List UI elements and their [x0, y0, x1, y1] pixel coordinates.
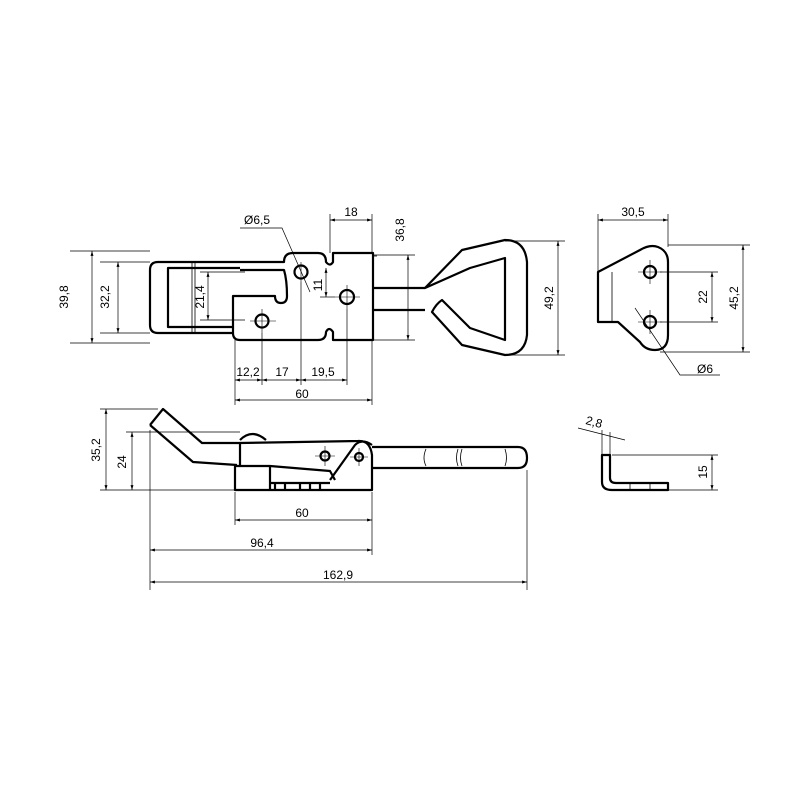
leader-line: [634, 307, 720, 376]
dim-body-length: 60: [295, 387, 309, 401]
extension-lines: [70, 250, 245, 344]
dim-pitch-3: 19,5: [311, 365, 335, 379]
center-lines: [315, 446, 368, 466]
dim-slot-height: 21,4: [193, 285, 207, 309]
dim-body-height: 36,8: [393, 218, 407, 242]
keeper-profile: [600, 453, 670, 492]
dim-side-body-height: 24: [115, 455, 129, 469]
keeper-plate: [596, 244, 670, 352]
hook-arm: [149, 407, 240, 467]
dim-total-height: 35,2: [89, 438, 103, 462]
hook-inner: [166, 266, 240, 329]
hinge-arm: [329, 440, 373, 481]
top-view-dimensions: 39,8 32,2 21,4 Ø6,5 18 36,8 11 12,2 17 1…: [57, 205, 565, 405]
extension-lines: [577, 427, 626, 455]
base-strip: [270, 481, 330, 490]
side-view-dimensions: 35,2 24 60 96,4 162,9: [89, 408, 528, 590]
dim-base-length: 60: [295, 506, 309, 520]
dim-overall-length: 162,9: [323, 568, 353, 582]
dim-hook-inner-height: 32,2: [98, 285, 112, 309]
dim-handle-height: 49,2: [542, 286, 556, 310]
center-lines: [250, 262, 360, 333]
handle: [423, 238, 529, 357]
dim-keeper-hole-diameter: Ø6: [697, 362, 713, 376]
dim-hinge-width: 18: [344, 205, 358, 219]
dim-keeper-height: 45,2: [727, 286, 741, 310]
extension-lines: [100, 408, 528, 590]
extension-lines: [597, 214, 750, 353]
dim-pitch-1: 12,2: [236, 365, 260, 379]
rod-grip-lines: [423, 448, 507, 467]
latch-top-view: [148, 238, 529, 357]
extension-lines: [505, 240, 565, 356]
dim-pitch-2: 17: [275, 365, 289, 379]
extension-lines: [612, 454, 718, 491]
hook-loop: [148, 260, 240, 335]
rod: [373, 286, 425, 312]
keeper-top-view: [596, 244, 670, 352]
keeper-lines: [629, 483, 651, 490]
keeper-side-dimensions: 2,8 15: [577, 413, 718, 491]
center-lines: [638, 260, 662, 334]
keeper-top-dimensions: 30,5 22 45,2 Ø6: [597, 205, 750, 376]
dim-keeper-side-height: 15: [696, 465, 710, 479]
dim-hole-offset: 11: [311, 278, 325, 291]
dim-keeper-hole-pitch: 22: [696, 290, 710, 304]
leader-line: [240, 227, 311, 293]
latch-side-view: [149, 407, 529, 492]
pivot-boss: [239, 432, 267, 441]
side-rod: [372, 445, 529, 470]
dim-hook-length: 96,4: [250, 536, 274, 550]
dim-keeper-thickness: 2,8: [584, 413, 604, 431]
dim-hook-outer-height: 39,8: [57, 285, 71, 309]
keeper-side-view: [600, 453, 670, 492]
extension-lines: [373, 254, 415, 341]
dim-keeper-width: 30,5: [621, 205, 645, 219]
dim-hole-diameter: Ø6,5: [244, 213, 270, 227]
latch-body: [231, 251, 375, 342]
extension-lines: [234, 282, 373, 405]
